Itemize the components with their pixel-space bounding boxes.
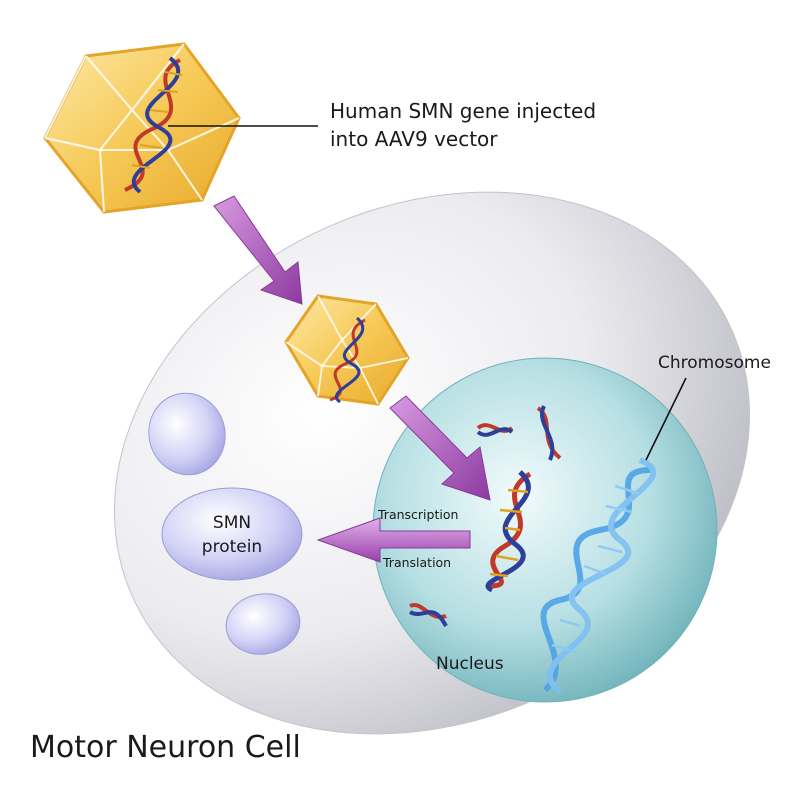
dna-fragment-icon xyxy=(476,423,514,437)
smn-protein-blob xyxy=(161,487,303,581)
translation-arrow xyxy=(316,517,471,563)
nucleus xyxy=(372,357,718,703)
dna-in-large-capsid-icon xyxy=(124,56,183,194)
dna-fragment-icon xyxy=(409,603,448,627)
cell-title: Motor Neuron Cell xyxy=(30,730,301,765)
entry-arrow xyxy=(389,395,491,501)
aav-capsid-large xyxy=(43,42,241,214)
aav-label-line1: Human SMN gene injected xyxy=(330,99,596,123)
aav-label-line2: into AAV9 vector xyxy=(330,127,498,151)
translation-label: Translation xyxy=(382,555,451,570)
smn-protein-label-line1: SMN xyxy=(213,513,251,533)
smn-protein-label-line2: protein xyxy=(202,537,262,557)
chromosome-leader xyxy=(645,377,687,461)
smn-dna-icon xyxy=(485,470,532,593)
protein-blob-bottom xyxy=(225,593,301,655)
transcription-label: Transcription xyxy=(377,507,458,522)
chromosome-helix-icon xyxy=(540,457,657,695)
dna-in-small-capsid-icon xyxy=(329,316,366,404)
nucleus-label: Nucleus xyxy=(436,654,504,674)
dna-fragment-icon xyxy=(536,405,562,461)
protein-blob-top xyxy=(148,392,226,476)
chromosome-label: Chromosome xyxy=(658,353,771,373)
injection-arrow xyxy=(213,195,303,305)
